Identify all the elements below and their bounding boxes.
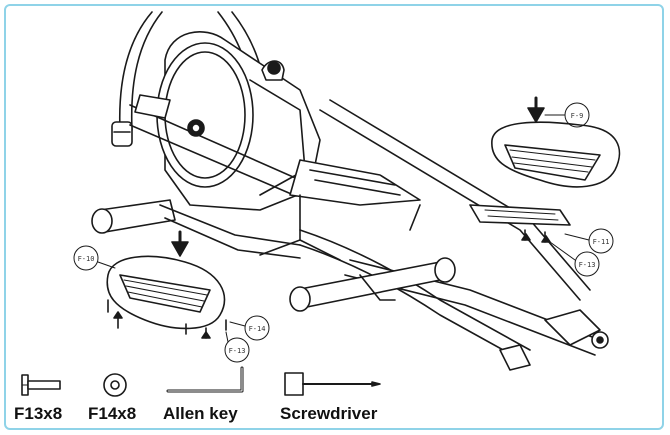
allen-key-label: Allen key xyxy=(163,404,238,423)
front-stabilizer xyxy=(91,199,301,259)
arrow-right-pedal xyxy=(527,96,545,123)
callout-f13-right-label: F-13 xyxy=(579,261,596,269)
screwdriver-icon xyxy=(284,372,381,396)
screw-markers xyxy=(107,233,551,339)
bolt-icon xyxy=(21,374,61,396)
allen-key-icon xyxy=(166,366,244,393)
callout-f13-left: F-13 xyxy=(224,331,250,363)
right-pedal xyxy=(491,121,621,188)
callout-f9: F-9 xyxy=(544,102,590,128)
washer-icon xyxy=(103,373,127,397)
rails xyxy=(299,99,609,371)
callout-f11: F-11 xyxy=(564,228,614,254)
callout-f10: F-10 xyxy=(73,245,116,271)
handlebar-arms xyxy=(111,11,267,147)
callout-f13-left-label: F-13 xyxy=(229,347,246,355)
right-pedal-bracket xyxy=(469,204,571,243)
callout-f14-label: F-14 xyxy=(249,325,266,333)
screwdriver-label: Screwdriver xyxy=(280,404,378,423)
rear-stabilizer xyxy=(289,257,456,312)
callout-f9-label: F-9 xyxy=(571,112,584,120)
center-crank xyxy=(259,159,421,261)
washer-label: F14x8 xyxy=(88,404,137,423)
callout-f13-right: F-13 xyxy=(549,241,600,277)
bolt-label: F13x8 xyxy=(14,404,63,423)
arrow-left-pedal xyxy=(171,230,189,257)
left-pedal xyxy=(106,255,226,330)
callout-f10-label: F-10 xyxy=(78,255,95,263)
callout-f14: F-14 xyxy=(229,315,270,341)
flywheel-housing xyxy=(156,31,321,211)
callout-f11-label: F-11 xyxy=(593,238,610,246)
pedal-arm xyxy=(129,94,301,197)
